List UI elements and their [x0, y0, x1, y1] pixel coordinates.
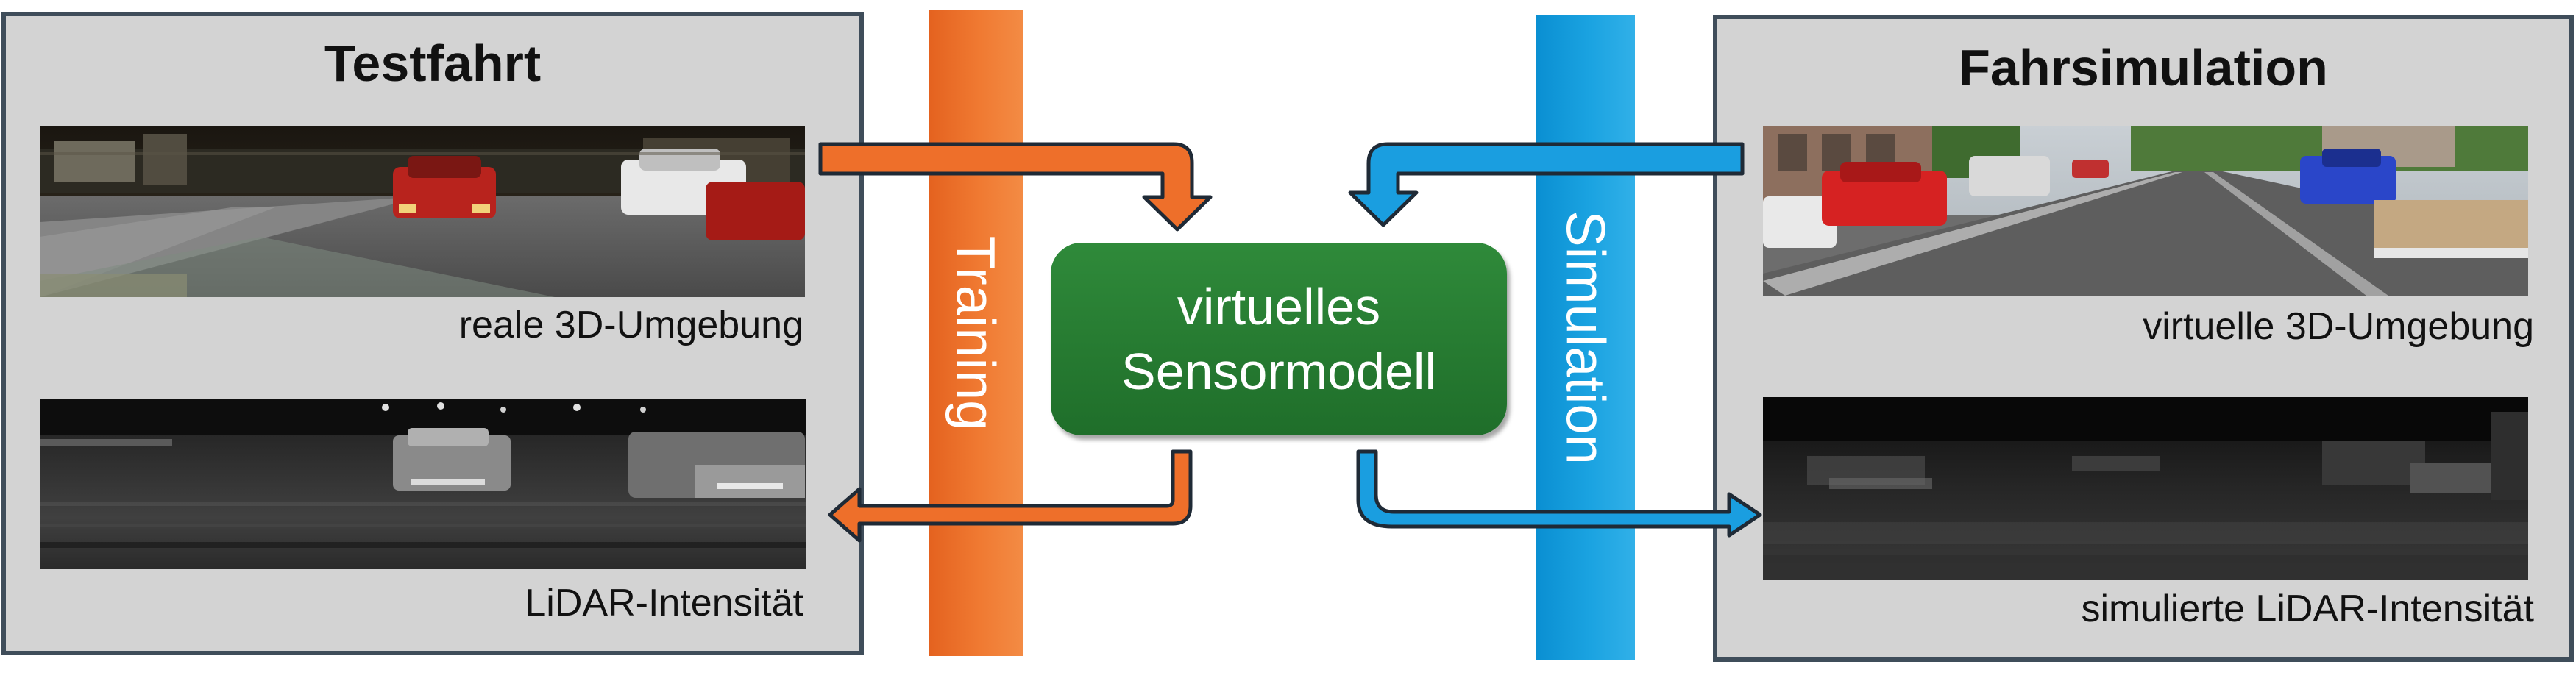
caption-simulated-lidar: simulierte LiDAR-Intensität: [2081, 588, 2534, 630]
caption-real-3d: reale 3D-Umgebung: [458, 304, 803, 346]
model-label-line1: virtuelles: [1177, 278, 1381, 335]
lidar-intensity-image: [40, 399, 806, 569]
training-bar: Training: [929, 10, 1023, 656]
real-3d-environment-image: [40, 126, 805, 297]
driving-simulation-panel: Fahrsimulation: [1713, 15, 2574, 662]
caption-virtual-3d: virtuelle 3D-Umgebung: [2143, 305, 2534, 348]
caption-lidar-intensity: LiDAR-Intensität: [525, 582, 803, 624]
model-label-line2: Sensormodell: [1121, 343, 1436, 400]
simulated-lidar-intensity-image: [1763, 397, 2528, 580]
virtual-3d-environment-image: [1763, 126, 2528, 296]
panel-title-testfahrt: Testfahrt: [324, 35, 542, 92]
simulation-bar: Simulation: [1536, 15, 1635, 660]
virtual-sensor-model-box: virtuelles Sensormodell: [1051, 243, 1507, 435]
test-drive-panel: Testfahrt: [1, 12, 864, 655]
panel-title-fahrsimulation: Fahrsimulation: [1959, 39, 2328, 96]
training-label: Training: [945, 235, 1007, 431]
simulation-label: Simulation: [1555, 210, 1617, 465]
